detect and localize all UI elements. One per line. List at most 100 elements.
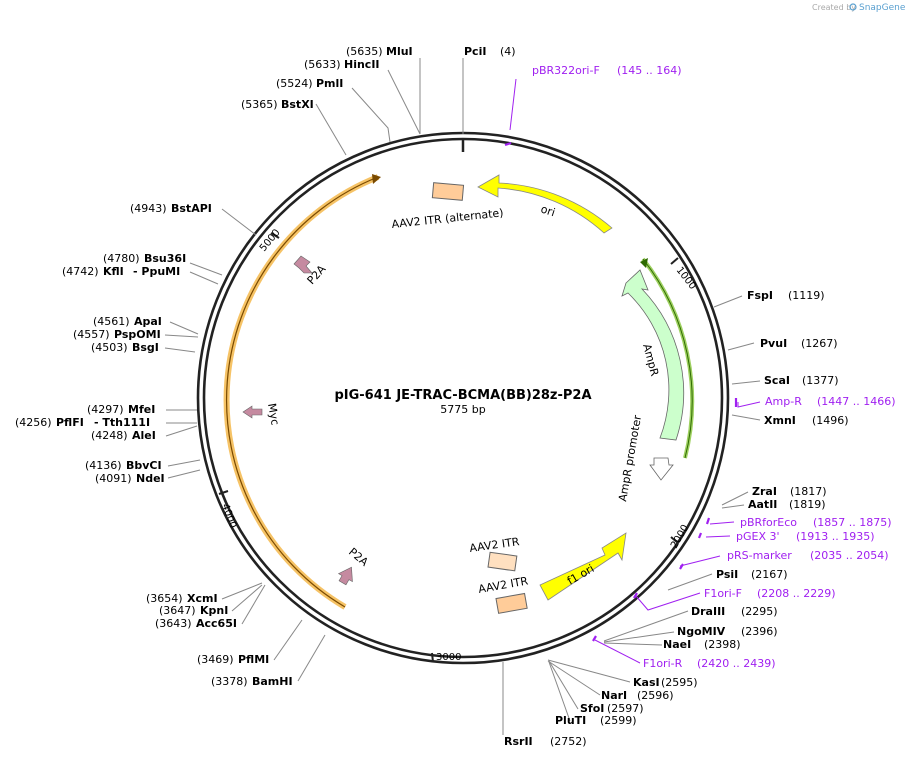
site-bstapi[interactable]: (4943) BstAPI	[130, 202, 212, 215]
site-pos: (3647)	[159, 604, 196, 617]
site-pflmi[interactable]: (3469) PflMI	[197, 653, 269, 666]
site-bamhi[interactable]: (3378) BamHI	[211, 675, 293, 688]
tick-mark-4000	[218, 490, 229, 495]
primer-pbrforeco[interactable]: pBRforEco (1857 .. 1875)	[740, 516, 892, 529]
p2a-bottom-feature[interactable]	[336, 563, 359, 587]
site-kpni[interactable]: (3647) KpnI	[159, 604, 228, 617]
site-name: PflMI	[238, 653, 269, 666]
site-aatii[interactable]: AatII (1819)	[748, 498, 826, 511]
site-name: DraIII	[691, 605, 725, 618]
site-name: KasI	[633, 676, 660, 689]
leader-hincii	[387, 69, 421, 135]
leader-xcmi	[221, 582, 263, 600]
site-bsgi[interactable]: (4503) BsgI	[91, 341, 159, 354]
site-bsu36i[interactable]: (4780) Bsu36I	[103, 252, 186, 265]
ori-label: ori	[539, 202, 557, 219]
site-ngomiv[interactable]: NgoMIV (2396)	[677, 625, 778, 638]
site-scai[interactable]: ScaI (1377)	[764, 374, 839, 387]
aav2-itr-label-2: AAV2 ITR	[477, 574, 529, 596]
primer-f1ori-r[interactable]: F1ori-R (2420 .. 2439)	[643, 657, 776, 670]
site-name: NarI	[601, 689, 627, 702]
site-pos: (3378)	[211, 675, 248, 688]
site-name: XmnI	[764, 414, 796, 427]
primer-pos: (145 .. 164)	[617, 64, 682, 77]
ori-feature[interactable]	[477, 174, 613, 234]
primer-name: pGEX 3'	[736, 530, 780, 543]
aav2-itr-alternate-label: AAV2 ITR (alternate)	[391, 206, 504, 231]
site-name: PflFI	[56, 416, 84, 429]
myc-feature[interactable]	[242, 405, 263, 419]
aav2-itr-alternate-feature[interactable]	[431, 182, 465, 201]
tick-mark-5000	[270, 232, 280, 239]
leader-psii	[667, 573, 713, 591]
site-pos: (1377)	[802, 374, 839, 387]
aav2-itr-feature-2[interactable]	[495, 592, 528, 614]
site-sfoi[interactable]: SfoI (2597)	[580, 702, 644, 715]
site-name: PluTI	[555, 714, 586, 727]
site-name: PsiI	[716, 568, 738, 581]
tick-mark-1000	[670, 257, 679, 265]
site-psii[interactable]: PsiI (2167)	[716, 568, 788, 581]
primer-pgex3[interactable]: pGEX 3' (1913 .. 1935)	[736, 530, 875, 543]
site-pos: (4256)	[15, 416, 52, 429]
site-ndei[interactable]: (4091) NdeI	[95, 472, 165, 485]
site-alei[interactable]: (4248) AleI	[91, 429, 156, 442]
site-fspi[interactable]: FspI (1119)	[747, 289, 825, 302]
leader-nari	[547, 660, 601, 696]
primer-pos: (1447 .. 1466)	[817, 395, 896, 408]
leader-scai	[731, 380, 761, 385]
site-name: FspI	[747, 289, 773, 302]
leader-pflmi	[273, 619, 303, 661]
f1-ori-feature[interactable]	[539, 532, 627, 601]
site-xcmi[interactable]: (3654) XcmI	[146, 592, 218, 605]
p2a-top-feature[interactable]	[293, 255, 313, 274]
site-name: XcmI	[187, 592, 218, 605]
site-pos: (4943)	[130, 202, 167, 215]
site-draiii[interactable]: DraIII (2295)	[691, 605, 778, 618]
ampr-promoter-feature[interactable]	[649, 457, 674, 481]
site-pos: (2595)	[661, 676, 698, 689]
primer-pos: (1857 .. 1875)	[813, 516, 892, 529]
site-bstxi[interactable]: (5365) BstXI	[241, 98, 314, 111]
site-mlui[interactable]: (5635) MluI	[346, 45, 413, 58]
primer-pos: (2035 .. 2054)	[810, 549, 889, 562]
site-acc65i[interactable]: (3643) Acc65I	[155, 617, 237, 630]
leader-ndei	[167, 469, 201, 479]
site-pmli[interactable]: (5524) PmlI	[276, 77, 343, 90]
site-pos: (4297)	[87, 403, 124, 416]
site-pflfi[interactable]: (4256) PflFI - Tth111I	[15, 416, 150, 429]
primer-markers	[504, 141, 738, 642]
primer-pbr322ori-f[interactable]: pBR322ori-F (145 .. 164)	[532, 64, 682, 77]
site-pos: (4091)	[95, 472, 132, 485]
site-xmni[interactable]: XmnI (1496)	[764, 414, 849, 427]
primer-amp-r[interactable]: Amp-R (1447 .. 1466)	[765, 395, 896, 408]
site-pcii[interactable]: PciI (4)	[464, 45, 516, 58]
site-pvui[interactable]: PvuI (1267)	[760, 337, 838, 350]
site-name: MluI	[386, 45, 413, 58]
site-pos: (2167)	[751, 568, 788, 581]
site-kfli[interactable]: (4742) KflI - PpuMI	[62, 265, 180, 278]
primer-name: pBRforEco	[740, 516, 797, 529]
leader-f1ori-r	[594, 639, 641, 664]
site-labels-right: FspI (1119) PvuI (1267) ScaI (1377) Amp-…	[504, 289, 896, 748]
site-zrai[interactable]: ZraI (1817)	[752, 485, 827, 498]
site-pspomi[interactable]: (4557) PspOMI	[73, 328, 161, 341]
site-hincii[interactable]: (5633) HincII	[304, 58, 380, 71]
primer-f1ori-f[interactable]: F1ori-F (2208 .. 2229)	[704, 587, 836, 600]
site-apai[interactable]: (4561) ApaI	[93, 315, 162, 328]
site-kasi[interactable]: KasI (2595)	[633, 676, 698, 689]
primer-prs-marker[interactable]: pRS-marker (2035 .. 2054)	[727, 549, 889, 562]
ampr-feature[interactable]	[621, 269, 685, 441]
snapgene-credit[interactable]: Created by SnapGene	[812, 3, 906, 13]
credit-brand: SnapGene	[859, 3, 906, 13]
insert-region-core-line	[226, 176, 379, 608]
aav2-itr-feature-1[interactable]	[487, 551, 518, 572]
site-bbvci[interactable]: (4136) BbvCI	[85, 459, 162, 472]
site-mfei[interactable]: (4297) MfeI	[87, 403, 155, 416]
site-rsrii[interactable]: RsrII (2752)	[504, 735, 587, 748]
site-pluti[interactable]: PluTI (2599)	[555, 714, 637, 727]
site-naei[interactable]: NaeI (2398)	[663, 638, 741, 651]
myc-label: Myc	[265, 402, 282, 426]
site-nari[interactable]: NarI (2596)	[601, 689, 674, 702]
